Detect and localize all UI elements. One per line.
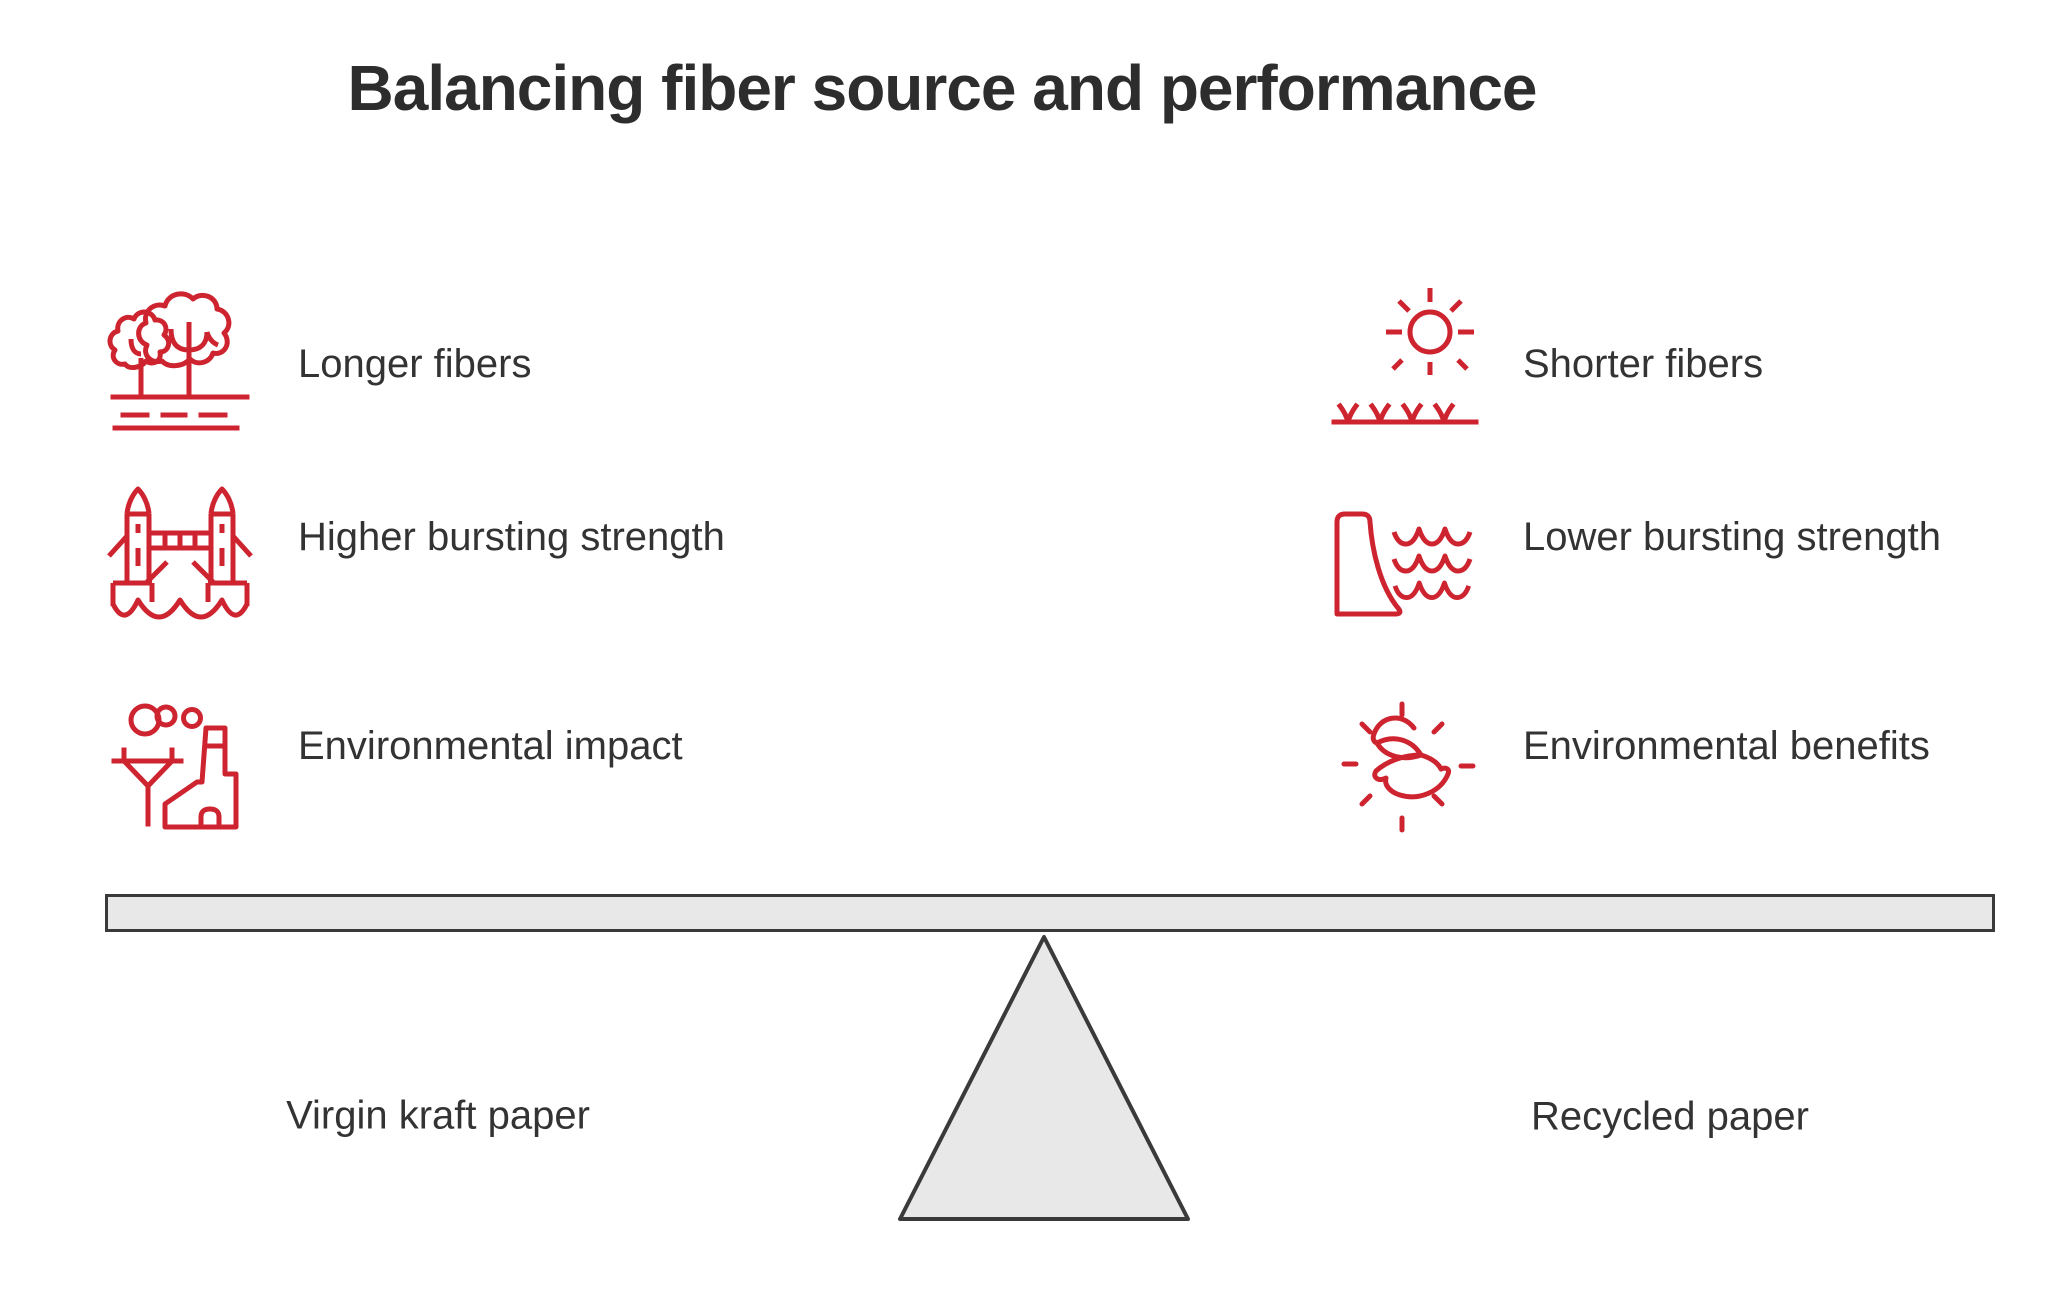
- feature-label-shorter-fibers: Shorter fibers: [1523, 342, 1764, 386]
- tree-small: [107, 309, 172, 397]
- water-waves: [1391, 526, 1473, 600]
- sun-over-field-icon: [1330, 282, 1480, 432]
- tree-large: [136, 291, 232, 397]
- dam-wall: [1334, 511, 1403, 617]
- feature-label-environmental-impact: Environmental impact: [298, 724, 683, 768]
- factory-building: [162, 725, 239, 830]
- bridge-bases: [110, 580, 250, 620]
- rays: [1341, 701, 1476, 833]
- field-stubble: [1331, 402, 1479, 425]
- left-side-label: Virgin kraft paper: [286, 1093, 590, 1138]
- feature-label-longer-fibers: Longer fibers: [298, 342, 532, 386]
- feature-label-environmental-benefits: Environmental benefits: [1523, 724, 1930, 768]
- dam-water-icon: [1330, 498, 1480, 648]
- dove-rays-icon: [1330, 698, 1480, 848]
- trees-icon: [105, 282, 255, 432]
- balance-beam: [105, 894, 1995, 932]
- smoke-clouds: [128, 703, 203, 737]
- page-title: Balancing fiber source and performance: [347, 52, 1538, 124]
- balance-fulcrum-triangle: [898, 935, 1190, 1221]
- ground-lines: [110, 394, 250, 431]
- dove: [1370, 715, 1451, 800]
- sun: [1386, 288, 1474, 375]
- bridge-deck: [149, 530, 211, 551]
- dead-tree: [111, 747, 184, 827]
- bridge-cables: [107, 534, 253, 586]
- tower-bridge-icon: [105, 486, 255, 636]
- feature-label-higher-bursting-strength: Higher bursting strength: [298, 515, 725, 559]
- feature-label-lower-bursting-strength: Lower bursting strength: [1523, 515, 1942, 559]
- factory-pollution-icon: [105, 698, 255, 848]
- right-side-label: Recycled paper: [1531, 1094, 1809, 1139]
